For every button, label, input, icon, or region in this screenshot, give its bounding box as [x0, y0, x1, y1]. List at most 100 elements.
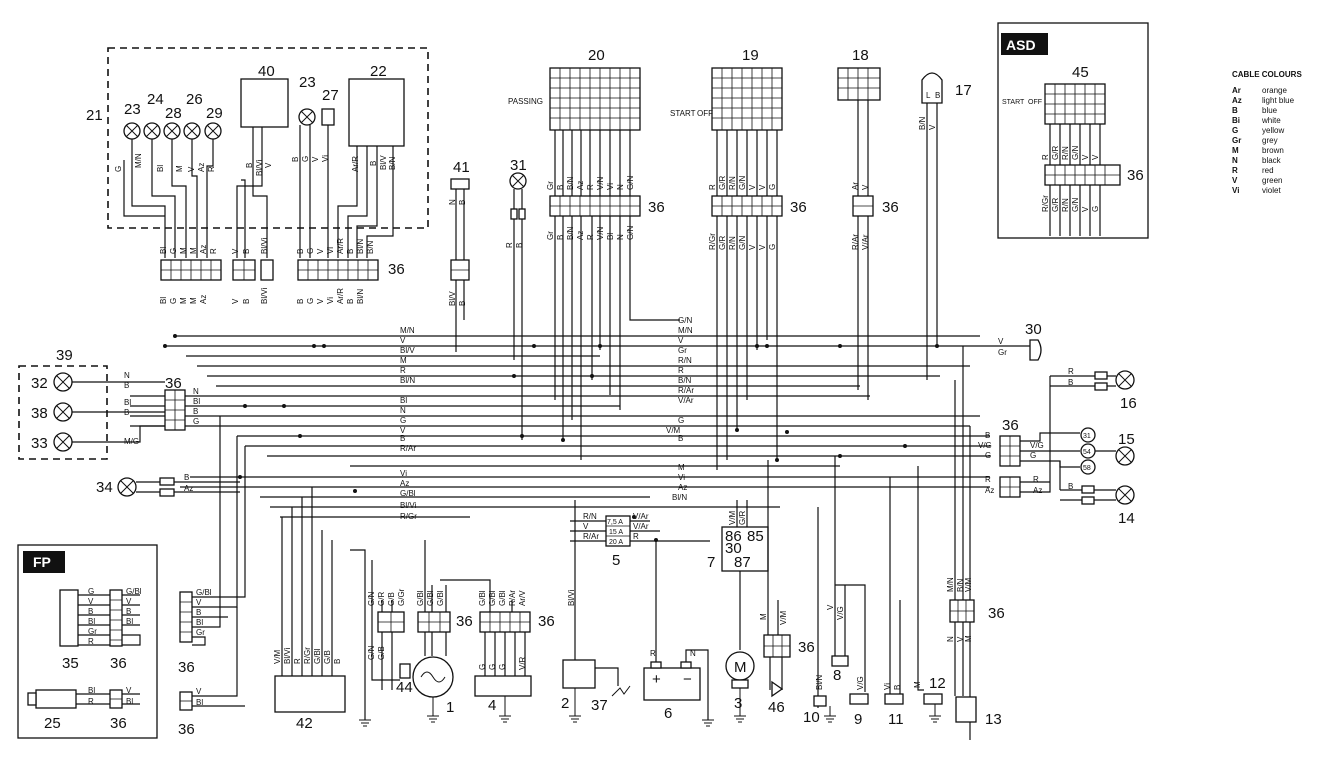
svg-text:−: − — [683, 671, 692, 688]
svg-text:M: M — [179, 297, 188, 304]
svg-text:B: B — [333, 659, 342, 664]
label-3: 3 — [734, 695, 742, 712]
svg-text:Bl/V: Bl/V — [448, 291, 457, 306]
svg-text:V: V — [861, 184, 870, 190]
svg-text:R/Gr: R/Gr — [400, 512, 417, 521]
svg-text:R/N: R/N — [1061, 198, 1070, 212]
label-27: 27 — [322, 87, 339, 104]
svg-text:V: V — [748, 184, 757, 190]
svg-text:N: N — [690, 649, 696, 658]
svg-text:R/Ar: R/Ar — [508, 590, 517, 606]
svg-text:M: M — [175, 165, 184, 172]
svg-text:Bl: Bl — [606, 233, 615, 240]
svg-text:Az: Az — [197, 163, 206, 172]
svg-text:N: N — [193, 387, 199, 396]
svg-text:Bl/Vi: Bl/Vi — [260, 287, 269, 304]
svg-text:R: R — [293, 658, 302, 664]
asd-labels: R G/R R/N G/N V V R/Gr G/R R/N G/N V G — [1041, 146, 1100, 212]
switch-9 — [849, 693, 869, 705]
label-46: 46 — [768, 699, 785, 716]
svg-text:R/Ar: R/Ar — [583, 532, 599, 541]
label-35: 35 — [62, 655, 79, 672]
c1-labels: G/Bl G/Bl G/Bl — [416, 590, 445, 606]
label-40: 40 — [258, 63, 275, 80]
svg-text:V: V — [187, 166, 196, 172]
headlight-wires — [72, 381, 165, 443]
legend-name-2: blue — [1262, 106, 1278, 115]
svg-text:R: R — [400, 366, 406, 375]
svg-text:B/N: B/N — [366, 240, 375, 254]
sensor-27 — [321, 108, 335, 126]
switch-12 — [923, 693, 943, 705]
svg-text:G/N: G/N — [738, 176, 747, 190]
svg-text:87: 87 — [734, 554, 751, 571]
svg-text:B: B — [296, 299, 305, 304]
svg-text:Bl/N: Bl/N — [356, 289, 365, 304]
svg-text:G/R: G/R — [718, 176, 727, 190]
svg-text:G: G — [768, 184, 777, 190]
label-34: 34 — [96, 479, 113, 496]
svg-text:Bl: Bl — [124, 398, 131, 407]
switch-20-labels-bottom: Gr B B/N Az R V/N Bl N G/N — [546, 226, 635, 240]
label-12: 12 — [929, 675, 946, 692]
svg-text:M/N: M/N — [134, 153, 143, 168]
svg-text:V/N: V/N — [596, 176, 605, 190]
label-25: 25 — [44, 715, 61, 732]
svg-text:G/N: G/N — [738, 236, 747, 250]
svg-text:Bl/N: Bl/N — [400, 376, 415, 385]
svg-text:Vi: Vi — [326, 297, 335, 304]
legend-name-3: white — [1261, 116, 1281, 125]
svg-text:B: B — [400, 434, 405, 443]
svg-text:R: R — [209, 248, 218, 254]
bottom-left-wires — [281, 487, 526, 720]
svg-text:G/Bl: G/Bl — [426, 590, 435, 606]
legend-name-4: yellow — [1262, 126, 1284, 135]
label-36-f: 36 — [165, 375, 182, 392]
svg-text:V: V — [231, 298, 240, 304]
svg-text:R/Gr: R/Gr — [1041, 195, 1050, 212]
svg-text:B: B — [124, 381, 129, 390]
label-17: 17 — [955, 82, 972, 99]
svg-text:G/Bl: G/Bl — [313, 648, 322, 664]
svg-text:R: R — [207, 166, 216, 172]
svg-text:Bl: Bl — [400, 396, 407, 405]
label-24: 24 — [147, 91, 164, 108]
svg-text:B: B — [515, 243, 524, 248]
svg-text:G/N: G/N — [367, 646, 376, 660]
svg-text:V/G: V/G — [1030, 441, 1044, 450]
svg-text:V: V — [400, 336, 406, 345]
label-38: 38 — [31, 405, 48, 422]
label-22: 22 — [370, 63, 387, 80]
svg-text:Gr: Gr — [546, 181, 555, 190]
svg-text:M: M — [913, 681, 922, 688]
svg-text:R: R — [650, 649, 656, 658]
svg-text:V: V — [400, 426, 406, 435]
svg-text:G/R: G/R — [377, 592, 386, 606]
svg-text:B: B — [1068, 378, 1073, 387]
headlight-lamps — [53, 372, 73, 452]
label-36-o: 36 — [178, 721, 195, 738]
svg-text:M/G: M/G — [124, 437, 139, 446]
svg-text:V: V — [88, 597, 94, 606]
svg-text:G: G — [478, 664, 487, 670]
svg-text:58: 58 — [1083, 465, 1091, 472]
sensor-17 — [921, 72, 943, 104]
label-39: 39 — [56, 347, 73, 364]
svg-text:G/Bl: G/Bl — [436, 590, 445, 606]
label-36-i: 36 — [988, 605, 1005, 622]
label-33: 33 — [31, 435, 48, 452]
svg-text:V/N: V/N — [596, 226, 605, 240]
svg-text:V: V — [1091, 154, 1100, 160]
svg-text:B: B — [296, 249, 305, 254]
switch-11 — [884, 693, 904, 705]
label-4: 4 — [488, 697, 496, 714]
label-23b: 23 — [299, 74, 316, 91]
flasher-unit — [1080, 427, 1096, 475]
component-35 — [59, 589, 79, 647]
svg-text:Gr: Gr — [998, 348, 1007, 357]
svg-text:Bl: Bl — [196, 698, 203, 707]
switch-13 — [955, 696, 977, 723]
svg-text:V: V — [826, 604, 835, 610]
bus-labels: M/N V Bl/V M R Bl/N Bl N G V B R/Ar Vi A… — [400, 316, 694, 521]
svg-text:V: V — [126, 597, 132, 606]
